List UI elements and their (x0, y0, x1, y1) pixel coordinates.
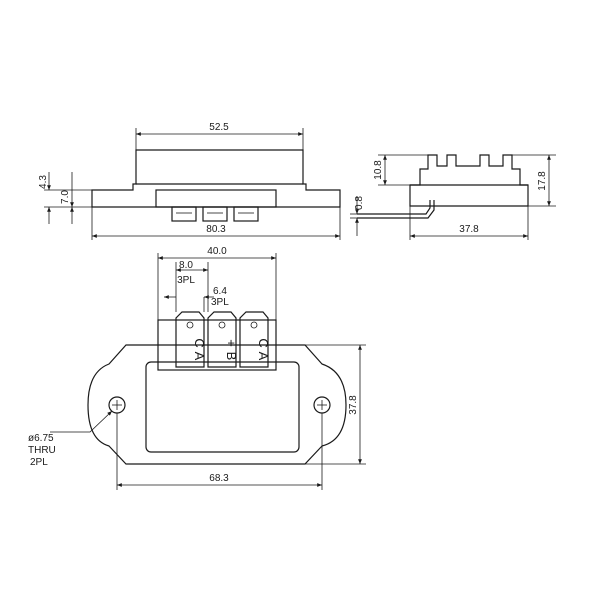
dim-pitch-qty: 3PL (177, 275, 195, 286)
terminal-letter-2: B (224, 352, 239, 361)
dim-top-width: 52.5 (209, 122, 229, 133)
plan-view: C A + B C A 40.0 8.0 3PL 6.4 3PL 37.8 68… (28, 246, 366, 490)
terminal-tab-1 (175, 311, 205, 368)
side-view: 10.8 0.8 17.8 37.8 (350, 154, 556, 240)
terminal-tab-3 (239, 311, 269, 368)
front-terminal-1 (171, 206, 197, 222)
dim-side-width: 37.8 (459, 224, 479, 235)
plan-inner-recess (145, 361, 300, 453)
dim-height-4: 4.3 (38, 175, 49, 189)
plan-body-outline (87, 344, 347, 465)
hole-leader-line (50, 410, 113, 433)
dim-lead-thickness: 0.8 (354, 196, 365, 210)
dim-pitch: 8.0 (179, 260, 193, 271)
dim-hole-spacing: 68.3 (209, 473, 229, 484)
side-lead-lower (357, 200, 435, 219)
hole-diameter: ø6.75 (28, 433, 54, 444)
front-terminal-2 (202, 206, 228, 222)
hole-qty: 2PL (30, 457, 48, 468)
front-view: 52.5 80.3 7.0 4.3 (38, 122, 341, 240)
front-body-outline (91, 149, 341, 208)
plan-terminal-block (157, 319, 277, 371)
dim-side-height-17: 17.8 (537, 171, 548, 191)
side-lead (357, 200, 431, 215)
terminal-hole-3 (250, 321, 258, 329)
dim-tab-width: 6.4 (213, 286, 227, 297)
dim-terminal-span: 40.0 (207, 246, 227, 257)
terminal-symbol-3: C (256, 338, 271, 347)
dim-height-7: 7.0 (60, 190, 71, 204)
terminal-symbol-1: C (192, 338, 207, 347)
terminal-letter-3: A (256, 352, 271, 361)
dim-side-height-10: 10.8 (373, 160, 384, 180)
side-body-outline (409, 154, 529, 207)
dim-body-height: 37.8 (348, 395, 359, 415)
terminal-tab-2 (207, 311, 237, 368)
front-terminal-3 (233, 206, 259, 222)
dim-overall-length: 80.3 (206, 224, 226, 235)
hole-thru: THRU (28, 445, 56, 456)
dim-tab-width-qty: 3PL (211, 297, 229, 308)
terminal-letter-1: A (192, 352, 207, 361)
terminal-hole-2 (218, 321, 226, 329)
terminal-symbol-2: + (224, 339, 239, 347)
terminal-hole-1 (186, 321, 194, 329)
front-terminal-block (155, 189, 277, 208)
